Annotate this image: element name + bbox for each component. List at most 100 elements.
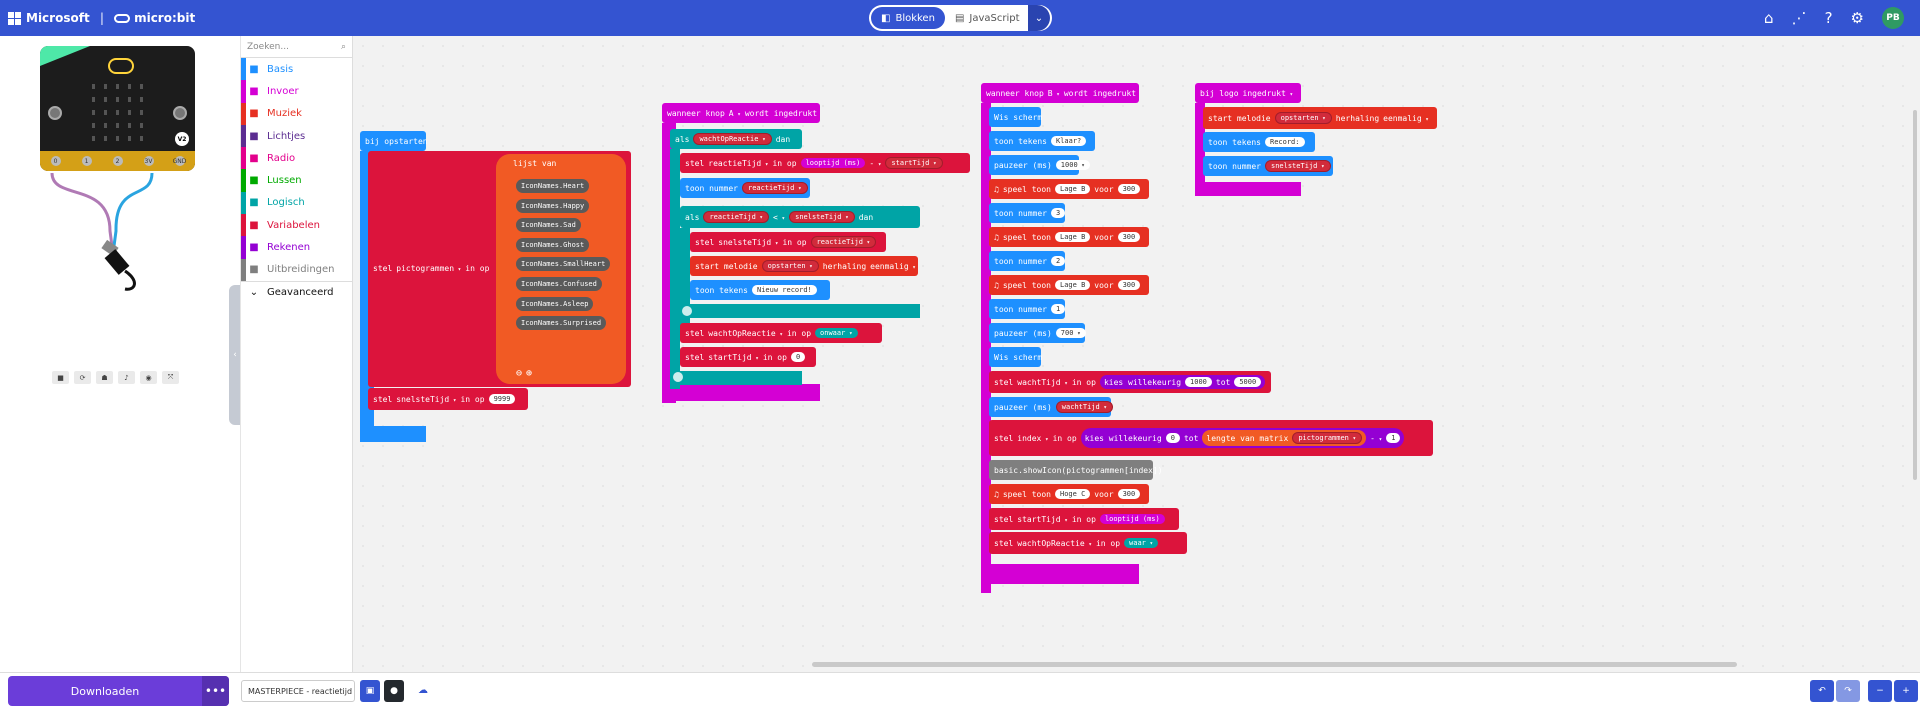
text-input[interactable]: Nieuw record!: [751, 285, 817, 295]
block-play-tone[interactable]: ♫ speel toon Hoge C voor 300: [989, 484, 1145, 504]
plus-circle-icon[interactable]: ⊕: [526, 367, 533, 379]
variable-reporter[interactable]: reactieTijd: [741, 182, 808, 194]
download-more-button[interactable]: •••: [202, 676, 229, 706]
array-length-reporter[interactable]: lengte van matrix pictogrammen: [1202, 430, 1367, 446]
block-start-melody[interactable]: start melodie opstarten herhaling eenmal…: [1203, 108, 1434, 128]
block-set-reactietijd[interactable]: stel reactieTijd in op looptijd (ms) - s…: [680, 153, 948, 173]
block-on-start[interactable]: bij opstarten: [360, 131, 433, 151]
variable-dropdown[interactable]: wachtOpReactie: [693, 133, 772, 145]
compare-dropdown[interactable]: <: [773, 213, 785, 222]
minus-circle-icon[interactable]: ⊖: [516, 367, 523, 379]
category-0[interactable]: ■Basis: [241, 58, 352, 80]
download-button[interactable]: Downloaden •••: [8, 676, 229, 706]
variable-reporter[interactable]: reactieTijd: [703, 211, 770, 223]
note-input[interactable]: Lage B: [1055, 280, 1091, 290]
icon-value-2[interactable]: IconNames.Sad: [516, 218, 581, 233]
block-set-wachtopreactie[interactable]: stel wachtOpReactie in op onwaar: [680, 323, 863, 343]
block-show-number[interactable]: toon nummer snelsteTijd: [1203, 156, 1336, 176]
category-2[interactable]: ■Muziek: [241, 103, 352, 125]
block-set-wachtopreactie[interactable]: stel wachtOpReactie in op waar: [989, 533, 1163, 553]
number-input[interactable]: 1: [1386, 433, 1401, 443]
running-time-reporter[interactable]: looptijd (ms): [800, 158, 866, 168]
pin-1[interactable]: 1: [81, 156, 92, 166]
block-start-melody[interactable]: start melodie opstarten herhaling eenmal…: [690, 256, 921, 276]
category-advanced[interactable]: ⌄ Geavanceerd: [241, 280, 352, 303]
number-input[interactable]: 300: [1117, 489, 1141, 499]
block-set-wachttijd[interactable]: stel wachtTijd in op kies willekeurig 10…: [989, 372, 1270, 392]
block-pause[interactable]: pauzeer (ms) wachtTijd: [989, 397, 1118, 417]
random-reporter[interactable]: kies willekeurig 1000 tot 5000: [1099, 375, 1266, 389]
number-input[interactable]: 0: [1165, 433, 1180, 443]
number-input[interactable]: 9999: [488, 394, 516, 404]
variable-dropdown[interactable]: snelsteTijd: [396, 395, 456, 404]
block-on-button-b[interactable]: wanneer knop B wordt ingedrukt: [981, 83, 1141, 103]
logo-event-dropdown[interactable]: ingedrukt: [1243, 89, 1294, 98]
block-set-pictogrammen[interactable]: stel pictogrammen in op: [368, 258, 494, 278]
block-play-tone[interactable]: ♫ speel toon Lage B voor 300: [989, 227, 1145, 247]
block-show-string[interactable]: toon tekens Nieuw record!: [690, 280, 822, 300]
redo-button[interactable]: ↷: [1836, 680, 1860, 702]
toolbox-search[interactable]: Zoeken... ⌕: [241, 36, 352, 58]
category-4[interactable]: ■Radio: [241, 147, 352, 169]
boolean-dropdown[interactable]: waar: [1124, 538, 1159, 548]
search-input[interactable]: Zoeken...: [247, 41, 289, 52]
note-input[interactable]: Hoge C: [1055, 489, 1091, 499]
block-show-number[interactable]: toon nummer 1: [989, 299, 1070, 319]
pin-2[interactable]: 2: [112, 156, 123, 166]
brand[interactable]: Microsoft | micro:bit: [8, 11, 195, 25]
icon-value-1[interactable]: IconNames.Happy: [516, 198, 590, 213]
text-input[interactable]: Klaar?: [1050, 136, 1087, 146]
home-icon[interactable]: ⌂: [1764, 9, 1774, 27]
number-input[interactable]: 3: [1050, 208, 1066, 218]
number-input[interactable]: 300: [1117, 280, 1141, 290]
stop-icon[interactable]: ■: [52, 371, 69, 384]
icon-value-0[interactable]: IconNames.Heart: [516, 179, 590, 193]
variable-dropdown[interactable]: index: [1017, 434, 1048, 443]
board-button-b[interactable]: [173, 106, 187, 120]
fullscreen-icon[interactable]: ⤧: [162, 371, 179, 384]
block-play-tone[interactable]: ♫ speel toon Lage B voor 300: [989, 179, 1145, 199]
variable-dropdown[interactable]: startTijd: [1017, 515, 1068, 524]
variable-reporter[interactable]: reactieTijd: [810, 236, 877, 248]
project-name-input[interactable]: MASTERPIECE - reactietijd: [241, 680, 355, 702]
number-input[interactable]: 0: [790, 352, 806, 362]
variable-reporter[interactable]: startTijd: [885, 157, 943, 169]
button-dropdown[interactable]: A: [729, 109, 741, 118]
share-icon[interactable]: ⋰: [1791, 9, 1807, 27]
undo-button[interactable]: ↶: [1810, 680, 1834, 702]
block-set-snelstetijd[interactable]: stel snelsteTijd in op reactieTijd: [690, 232, 881, 252]
block-javascript-code[interactable]: basic.showIcon(pictogrammen[index]): [989, 460, 1168, 480]
repeat-dropdown[interactable]: eenmalig: [1383, 114, 1429, 123]
gear-icon[interactable]: ⚙: [1850, 9, 1864, 27]
collapse-simulator-button[interactable]: ‹: [229, 285, 241, 425]
board-button-a[interactable]: [48, 106, 62, 120]
melody-dropdown[interactable]: opstarten: [761, 260, 819, 272]
text-input[interactable]: Record:: [1264, 137, 1305, 147]
block-pause[interactable]: pauzeer (ms) 1000: [989, 155, 1095, 175]
melody-dropdown[interactable]: opstarten: [1274, 112, 1332, 124]
number-dropdown[interactable]: 700: [1055, 328, 1086, 338]
variable-dropdown[interactable]: reactieTijd: [708, 159, 768, 168]
button-dropdown[interactable]: B: [1048, 89, 1060, 98]
repeat-dropdown[interactable]: eenmalig: [870, 262, 916, 271]
variable-reporter[interactable]: wachtTijd: [1055, 401, 1113, 413]
vertical-scrollbar[interactable]: [1913, 110, 1917, 480]
block-clear-screen[interactable]: Wis scherm: [989, 347, 1047, 367]
github-button[interactable]: ●: [384, 680, 404, 702]
operator-dropdown[interactable]: -: [1370, 434, 1382, 443]
block-if-wachtopreactie[interactable]: als wachtOpReactie dan: [670, 129, 795, 149]
random-reporter[interactable]: kies willekeurig 0 tot lengte van matrix…: [1080, 428, 1405, 448]
block-pause[interactable]: pauzeer (ms) 700: [989, 323, 1091, 343]
block-show-number[interactable]: toon nummer 3: [989, 203, 1070, 223]
screenshot-icon[interactable]: ◉: [140, 371, 157, 384]
variable-reporter[interactable]: pictogrammen: [1292, 432, 1363, 444]
search-icon[interactable]: ⌕: [340, 41, 346, 52]
variable-dropdown[interactable]: wachtOpReactie: [708, 329, 783, 338]
number-input[interactable]: 1000: [1185, 377, 1212, 387]
number-input[interactable]: 300: [1117, 232, 1141, 242]
variable-dropdown[interactable]: startTijd: [708, 353, 759, 362]
block-show-string[interactable]: toon tekens Record:: [1203, 132, 1310, 152]
save-button[interactable]: ▣: [360, 680, 380, 702]
variable-reporter[interactable]: snelsteTijd: [1264, 160, 1331, 172]
restart-icon[interactable]: ⟳: [74, 371, 91, 384]
